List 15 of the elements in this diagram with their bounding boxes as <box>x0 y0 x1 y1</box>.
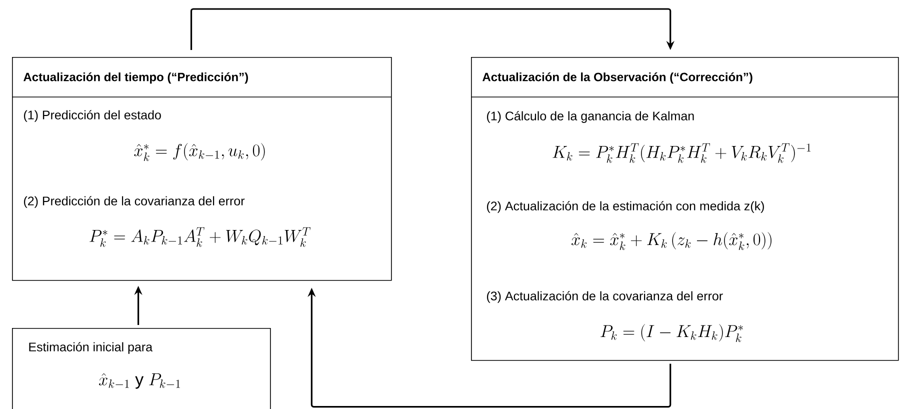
panel-heading: Actualización del tiempo (“Predicción”) <box>24 72 248 84</box>
step-label: (1) Predicción del estado <box>24 110 161 122</box>
step-label: (2) Actualización de la estimación con medida z(k) <box>486 201 764 213</box>
equation: $P_k^* = A_k P_{k-1} A_k^T + W_k Q_{k-1} W_k^T$ <box>90 227 310 247</box>
step-label: (2) Predicción de la covarianza del error <box>24 196 245 208</box>
panel-heading: Actualización de la Observación (“Corrección”) <box>482 72 752 84</box>
step-label: (1) Cálculo de la ganancia de Kalman <box>486 111 694 123</box>
equation: $P_k = (I - K_k H_k) P_k^*$ <box>600 324 743 342</box>
arrow <box>190 8 674 50</box>
equation: $\hat{x}_k^* = f(\hat{x}_{k-1},u_k,0)$ <box>134 143 265 161</box>
equation: $\hat{x}_k = \hat{x}_k^* + K_k\left(z_k - h(\hat{x}_k^*,0)\right)$ <box>571 232 772 250</box>
equation: $\hat{x}_{k-1}\ \mathrm{y}\ P_{k-1}$ <box>99 373 180 389</box>
step-label: (3) Actualización de la covarianza del error <box>486 291 723 303</box>
equation: $K_k = P_k^* H_k^T (H_k P_k^* H_k^T + V_k R_k V_k^T)^{-1}$ <box>552 143 811 163</box>
step-label: Estimación inicial para <box>29 342 153 354</box>
